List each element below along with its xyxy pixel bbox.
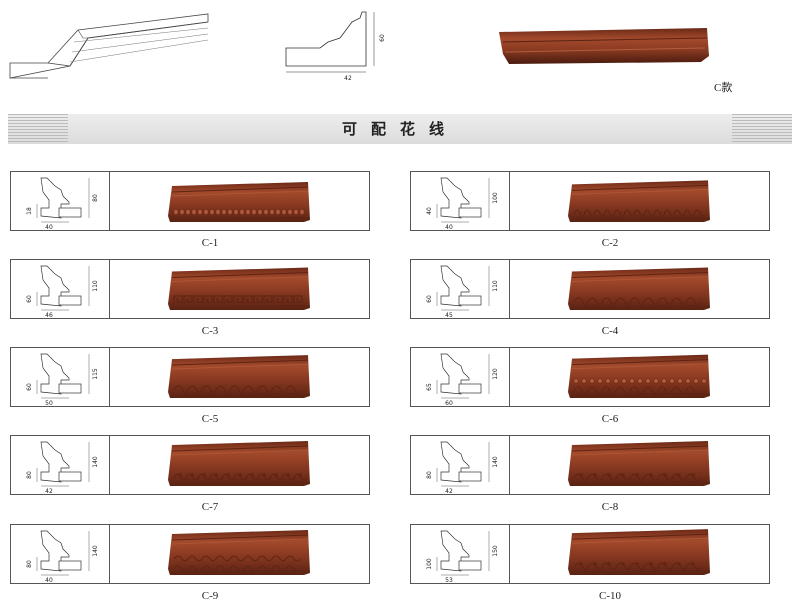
molding-photo xyxy=(168,530,310,575)
profile-drawing: 110 60 46 xyxy=(26,265,99,318)
profile-drawing: 140 80 42 xyxy=(426,441,499,494)
product-card: 110 60 45 xyxy=(410,259,770,319)
card-divider xyxy=(109,172,110,230)
card-divider xyxy=(109,348,110,406)
product-code-label: C-3 xyxy=(201,325,219,337)
product-code-label: C-5 xyxy=(201,413,219,425)
profile-height-label: 110 xyxy=(92,280,99,292)
profile-width-label: 40 xyxy=(445,224,453,230)
profile-width-label: 40 xyxy=(45,224,53,230)
card-divider xyxy=(109,436,110,494)
product-code-label: C-8 xyxy=(601,501,619,513)
molding-photo xyxy=(168,441,310,486)
carved-pattern xyxy=(573,297,701,305)
carved-pattern xyxy=(173,295,303,304)
card-divider xyxy=(509,260,510,318)
hero-width-label: 42 xyxy=(344,75,352,82)
section-title: 可配花线 xyxy=(341,120,458,138)
product-card: 115 60 50 xyxy=(10,347,370,407)
profile-depth-label: 60 xyxy=(26,383,33,391)
profile-height-label: 80 xyxy=(92,194,99,202)
product-card: 80 18 40 xyxy=(10,171,370,231)
card-divider xyxy=(509,436,510,494)
profile-depth-label: 65 xyxy=(426,383,433,391)
profile-width-label: 53 xyxy=(445,577,453,583)
profile-height-label: 140 xyxy=(92,545,99,557)
profile-depth-label: 40 xyxy=(426,207,433,215)
profile-width-label: 60 xyxy=(445,400,453,406)
molding-photo xyxy=(168,182,310,222)
profile-height-label: 110 xyxy=(492,280,499,292)
carved-pattern xyxy=(173,385,301,393)
carved-pattern xyxy=(573,473,701,481)
product-card: 140 80 42 xyxy=(10,435,370,495)
molding-photo xyxy=(168,355,310,398)
product-card: 150 100 53 xyxy=(410,524,770,584)
card-divider xyxy=(109,525,110,583)
profile-width-label: 46 xyxy=(45,312,53,318)
hero-product-code: C款 xyxy=(714,82,733,94)
carved-pattern xyxy=(573,562,701,570)
card-divider xyxy=(509,348,510,406)
carved-pattern xyxy=(173,555,301,572)
carved-pattern xyxy=(173,473,307,481)
product-code-label: C-9 xyxy=(201,590,219,602)
carved-pattern xyxy=(573,378,707,394)
product-code-label: C-2 xyxy=(601,237,619,249)
hero-height-label: 60 xyxy=(379,34,386,42)
product-code-label: C-6 xyxy=(601,413,619,425)
hero-molding-photo xyxy=(499,28,709,64)
card-divider xyxy=(509,525,510,583)
profile-depth-label: 60 xyxy=(426,295,433,303)
molding-photo xyxy=(568,267,710,310)
molding-photo xyxy=(568,441,710,486)
product-code-label: C-7 xyxy=(201,501,219,513)
profile-depth-label: 80 xyxy=(26,560,33,568)
product-card: 110 60 46 xyxy=(10,259,370,319)
profile-width-label: 40 xyxy=(45,577,53,583)
profile-height-label: 100 xyxy=(492,192,499,204)
profile-drawing: 120 65 60 xyxy=(426,353,499,406)
product-code-label: C-1 xyxy=(201,237,219,249)
profile-drawing: 110 60 45 xyxy=(426,265,499,318)
card-divider xyxy=(509,172,510,230)
molding-photo xyxy=(168,267,310,310)
profile-depth-label: 80 xyxy=(26,471,33,479)
profile-depth-label: 100 xyxy=(426,558,433,570)
profile-drawing: 80 18 40 xyxy=(26,177,99,230)
profile-drawing: 115 60 50 xyxy=(26,353,99,406)
profile-width-label: 50 xyxy=(45,400,53,406)
profile-height-label: 140 xyxy=(492,456,499,468)
product-code-label: C-10 xyxy=(599,590,621,602)
profile-width-label: 45 xyxy=(445,312,453,318)
molding-photo xyxy=(568,529,710,575)
profile-height-label: 120 xyxy=(492,368,499,380)
molding-photo xyxy=(568,354,710,398)
carved-pattern xyxy=(173,209,305,215)
product-card: 140 80 40 xyxy=(10,524,370,584)
profile-height-label: 115 xyxy=(92,368,99,380)
profile-depth-label: 80 xyxy=(426,471,433,479)
card-divider xyxy=(109,260,110,318)
profile-depth-label: 60 xyxy=(26,295,33,303)
profile-drawing: 150 100 53 xyxy=(426,530,499,583)
product-code-label: C-4 xyxy=(601,325,619,337)
product-card: 100 40 40 xyxy=(410,171,770,231)
molding-photo xyxy=(568,180,710,222)
profile-height-label: 150 xyxy=(492,545,499,557)
section-banner: 可配花线 xyxy=(8,114,792,144)
carved-pattern xyxy=(573,209,705,217)
hero-profile-drawing: 60 42 xyxy=(285,11,386,82)
profile-width-label: 42 xyxy=(45,488,53,494)
crown-molding-3d-drawing xyxy=(9,13,209,79)
profile-drawing: 100 40 40 xyxy=(426,177,499,230)
profile-drawing: 140 80 42 xyxy=(26,441,99,494)
product-card: 120 65 60 xyxy=(410,347,770,407)
profile-height-label: 140 xyxy=(92,456,99,468)
profile-width-label: 42 xyxy=(445,488,453,494)
profile-depth-label: 18 xyxy=(26,207,33,215)
profile-drawing: 140 80 40 xyxy=(26,530,99,583)
product-card: 140 80 42 xyxy=(410,435,770,495)
